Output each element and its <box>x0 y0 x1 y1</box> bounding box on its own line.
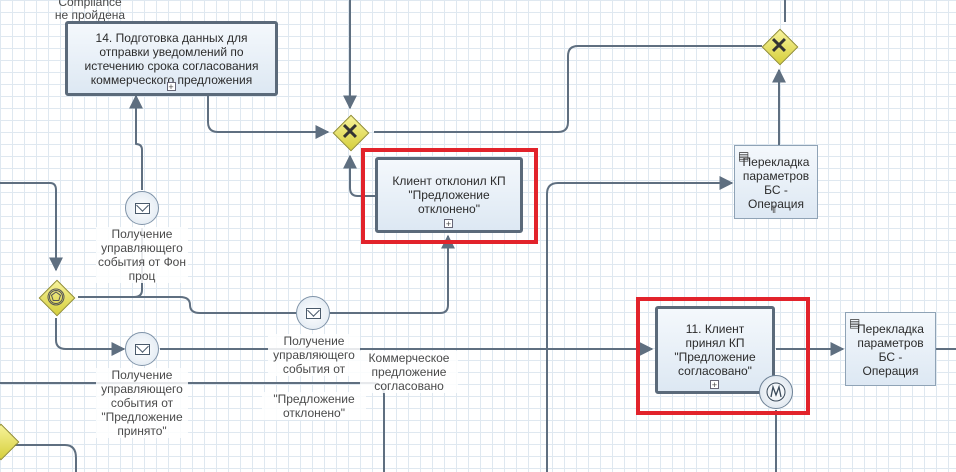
script-task-2-label: Перекладка параметров БС - Операция <box>857 322 924 378</box>
message-event-2[interactable] <box>296 296 330 330</box>
compliance-label: Compliance не пройдена <box>54 0 126 22</box>
flow-label-agreed: Коммерческое предложение согласовано <box>360 351 458 393</box>
edge-rejected-to-gw-x <box>343 154 375 197</box>
subprocess-plus-icon: + <box>444 219 453 229</box>
message-event-1-label: Получение управляющего события от Фон пр… <box>96 227 188 283</box>
script-task-1[interactable]: ▤ Перекладка параметров БС - Операция ‖ <box>734 145 818 219</box>
edge-gw-x-to-top-gw <box>374 45 762 133</box>
edge-to-script1 <box>546 176 734 472</box>
edge-msg1-to-t14 <box>129 94 143 190</box>
pentagon-glyph <box>47 288 65 306</box>
message-event-2-extra-label: "Предложение отклонено" <box>262 392 366 420</box>
task-11-label: 11. Клиент принял КП "Предложение соглас… <box>674 322 756 378</box>
task-client-rejected-label: Клиент отклонил КП "Предложение отклонен… <box>392 174 506 216</box>
edge-from-small-gw <box>5 444 77 472</box>
event-based-gateway-icon[interactable] <box>38 279 76 317</box>
edge-msg2-to-rejected <box>330 234 455 314</box>
exclusive-gateway-icon[interactable]: ✕ <box>332 114 370 152</box>
edge-t14-to-gw-x <box>207 96 330 139</box>
signal-glyph <box>766 382 786 402</box>
envelope-icon <box>134 343 150 355</box>
edge-gw-to-msg3 <box>55 318 126 356</box>
task-14-label: 14. Подготовка данных для отправки уведо… <box>84 30 259 87</box>
highlight-rejected <box>361 148 538 244</box>
task-14[interactable]: 14. Подготовка данных для отправки уведо… <box>65 21 278 96</box>
script-task-2[interactable]: ▤ Перекладка параметров БС - Операция <box>845 312 936 386</box>
signal-boundary-icon[interactable] <box>759 375 793 409</box>
script-icon: ▤ <box>849 316 861 330</box>
subprocess-plus-icon: + <box>166 82 176 92</box>
message-event-1[interactable] <box>125 191 159 225</box>
task-client-rejected[interactable]: Клиент отклонил КП "Предложение отклонен… <box>375 157 523 233</box>
event-based-gateway-partial-icon[interactable] <box>0 423 20 461</box>
script-task-1-label: Перекладка параметров БС - Операция <box>742 155 810 211</box>
message-event-3[interactable] <box>125 332 159 366</box>
loop-icon: ‖ <box>772 205 777 216</box>
message-event-3-label: Получение управляющего события от "Предл… <box>96 368 188 438</box>
edge-left-in <box>0 182 63 272</box>
envelope-icon <box>134 202 150 214</box>
edge-gw-to-msg2 <box>78 296 296 314</box>
envelope-icon <box>305 307 321 319</box>
exclusive-gateway-top-icon[interactable]: ✕ <box>761 28 799 66</box>
task-11[interactable]: 11. Клиент принял КП "Предложение соглас… <box>655 306 775 394</box>
highlight-accepted <box>636 297 810 415</box>
subprocess-plus-icon: + <box>710 380 719 390</box>
message-event-2-label: Получение управляющего события от <box>268 334 360 376</box>
script-icon: ▤ <box>738 149 750 163</box>
